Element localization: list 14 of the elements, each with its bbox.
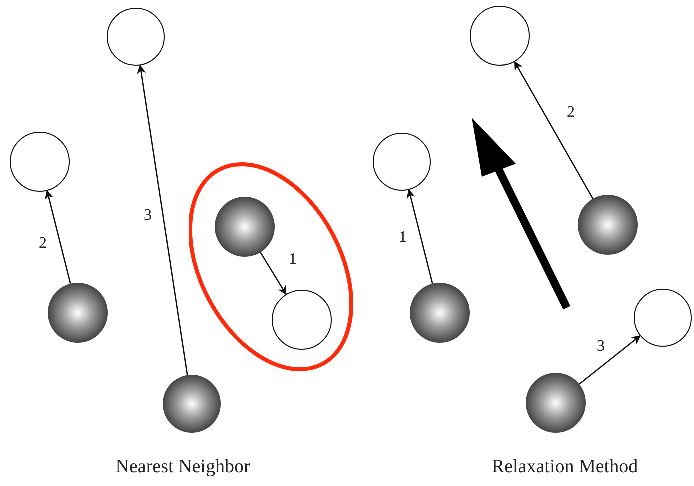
edge-label: 3 bbox=[597, 339, 605, 355]
edge-label: 1 bbox=[289, 252, 297, 268]
arrow bbox=[260, 252, 287, 296]
arrow bbox=[137, 64, 188, 376]
arrow bbox=[514, 61, 594, 200]
panel-caption: Relaxation Method bbox=[492, 458, 638, 476]
edge-label: 1 bbox=[399, 230, 407, 246]
arrow bbox=[579, 335, 641, 385]
arrow bbox=[406, 189, 434, 284]
arrow bbox=[44, 190, 72, 284]
edge-label: 3 bbox=[144, 208, 152, 224]
panel-caption: Nearest Neighbor bbox=[116, 458, 250, 476]
edge-label: 2 bbox=[567, 105, 575, 121]
edge-label: 2 bbox=[39, 236, 47, 252]
